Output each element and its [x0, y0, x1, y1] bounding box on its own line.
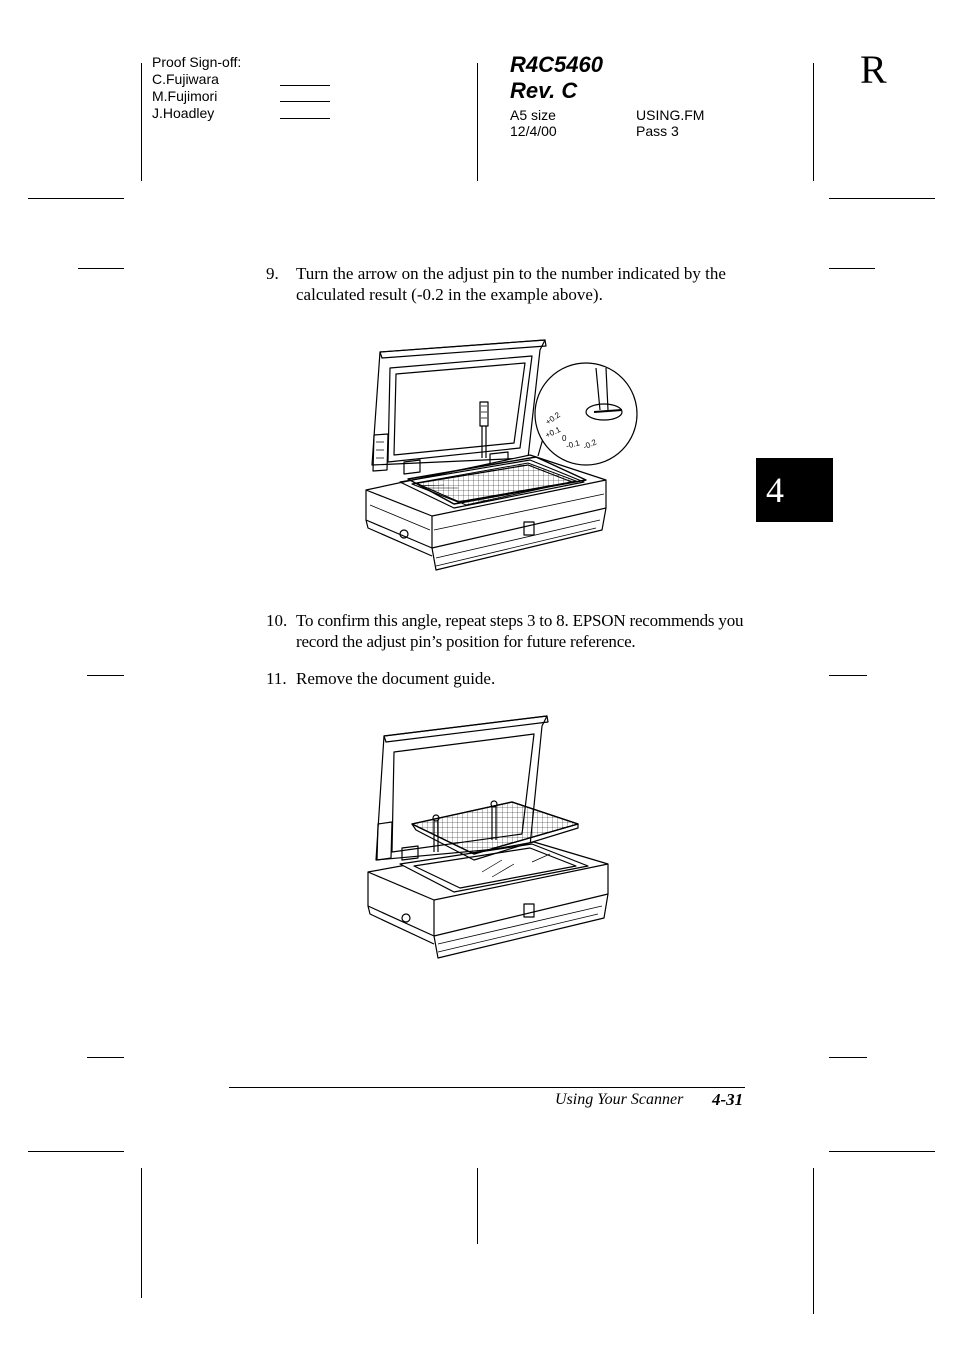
crop-mark [829, 1151, 935, 1152]
crop-mark [813, 63, 814, 181]
step-text: Turn the arrow on the adjust pin to the … [296, 264, 726, 304]
document-guide-grid [414, 462, 578, 506]
signoff-name: C.Fujiwara [152, 71, 219, 87]
step-number: 9. [266, 264, 279, 283]
step-text: To confirm this angle, repeat steps 3 to… [296, 611, 744, 651]
crop-mark [829, 1057, 867, 1058]
step-number: 11. [266, 669, 287, 688]
crop-mark [829, 268, 875, 269]
crop-mark [829, 675, 867, 676]
meta-date: 12/4/00 [510, 123, 557, 139]
chapter-number: 4 [766, 470, 784, 510]
project-revision: Rev. C [510, 78, 578, 103]
crop-mark [141, 1168, 142, 1298]
meta-pass: Pass 3 [636, 123, 679, 139]
signature-line [280, 85, 330, 86]
meta-size: A5 size [510, 107, 556, 123]
crop-mark [813, 1168, 814, 1314]
proof-signoff: Proof Sign-off: C.Fujiwara M.Fujimori J.… [152, 54, 241, 122]
step-number: 10. [266, 611, 288, 630]
page-number: 4-31 [712, 1090, 744, 1109]
crop-mark [78, 268, 124, 269]
project-title: R4C5460 Rev. C [510, 52, 603, 104]
footer-rule [229, 1087, 745, 1088]
footer-section: Using Your Scanner [555, 1091, 684, 1108]
crop-mark [87, 675, 124, 676]
step-text: Remove the document guide. [296, 669, 496, 688]
crop-mark [829, 198, 935, 199]
crop-mark [477, 63, 478, 181]
dial-label: 0 [562, 434, 567, 443]
crop-mark [28, 1151, 124, 1152]
remove-document-guide-illustration [367, 715, 609, 959]
meta-file: USING.FM [636, 107, 705, 123]
signoff-name: J.Hoadley [152, 105, 215, 121]
chapter-tab: 4 [756, 458, 833, 522]
signature-line [280, 118, 330, 119]
crop-mark [477, 1168, 478, 1244]
crop-mark [87, 1057, 124, 1058]
signoff-name: M.Fujimori [152, 88, 218, 104]
signoff-title: Proof Sign-off: [152, 54, 242, 70]
corner-letter: R [860, 47, 887, 92]
crop-mark [28, 198, 124, 199]
project-code: R4C5460 [510, 52, 603, 77]
crop-mark [141, 63, 142, 181]
signature-line [280, 101, 330, 102]
